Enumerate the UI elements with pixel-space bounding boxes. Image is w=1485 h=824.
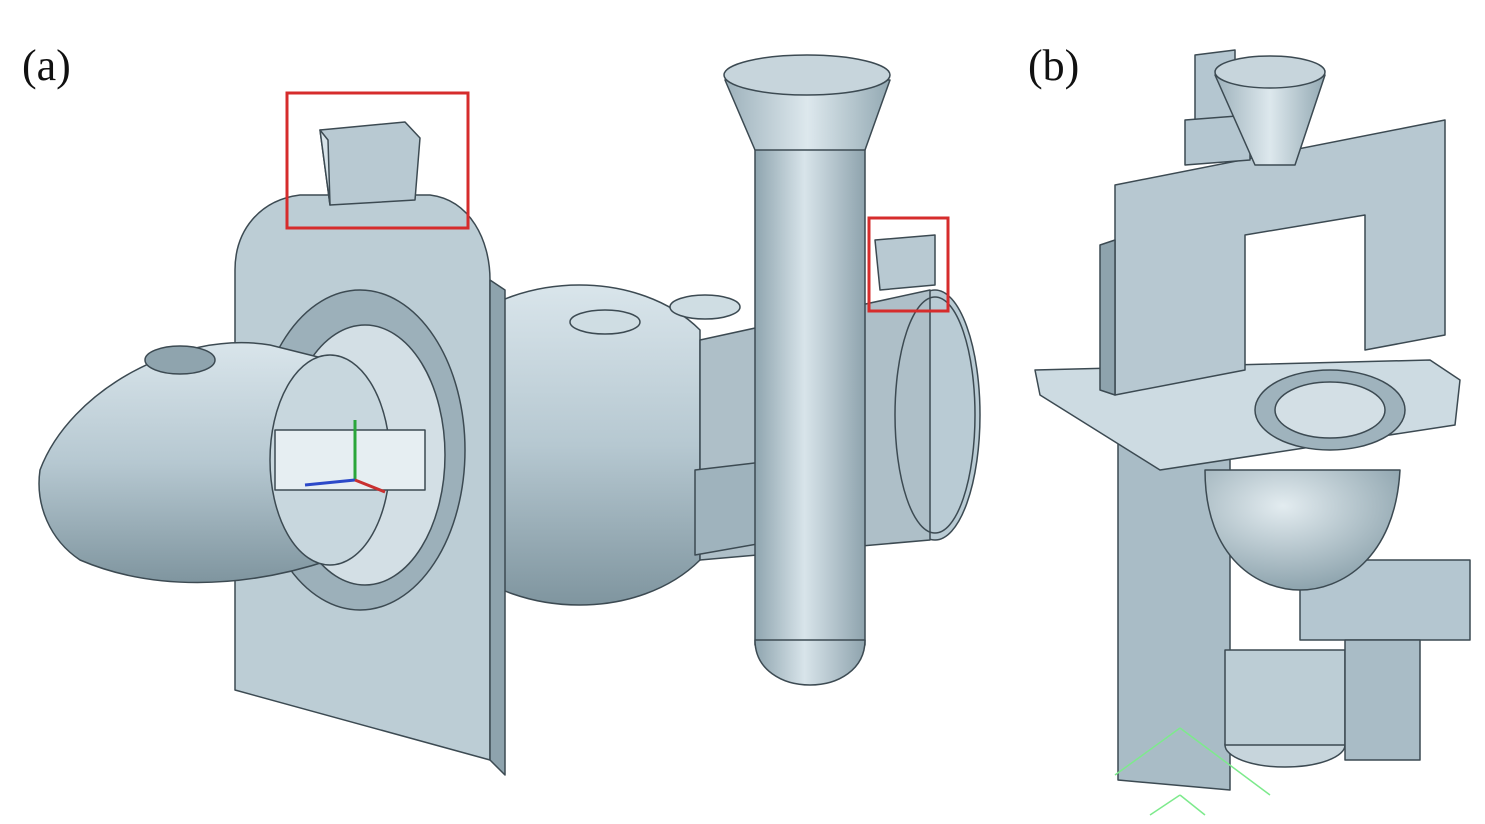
- highlight-box-right: [867, 216, 950, 313]
- panel-a-model: [38, 54, 981, 776]
- boss-2: [669, 294, 741, 320]
- highlight-box-left: [285, 91, 470, 230]
- side-block-lower: [1299, 559, 1471, 641]
- nose-cone: [38, 341, 331, 584]
- inner-slot: [274, 429, 426, 491]
- sprue-cylinder: [754, 144, 866, 646]
- guide-lines: [1114, 727, 1271, 816]
- panel-a-label: (a): [22, 41, 71, 90]
- boss-1: [569, 309, 641, 335]
- bowl-dome: [1204, 469, 1401, 591]
- panel-b-label: (b): [1028, 41, 1080, 90]
- riser-block-left: [319, 121, 421, 206]
- panel-b-model: [1034, 49, 1471, 791]
- upper-frame: [1114, 119, 1446, 396]
- riser-block-right: [874, 234, 936, 291]
